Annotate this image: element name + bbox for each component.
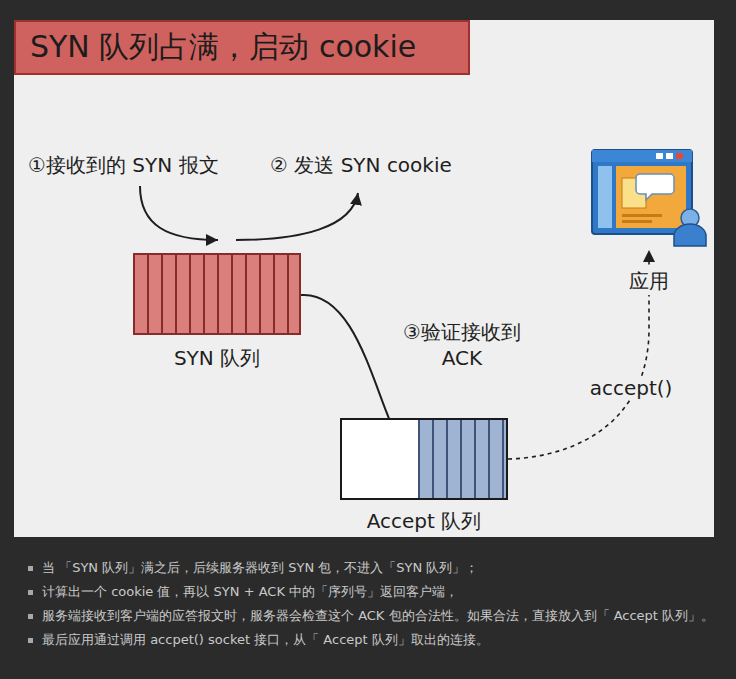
title-box: SYN 队列占满，启动 cookie [14,20,470,75]
bullet-note: 当 「SYN 队列」满之后，后续服务器收到 SYN 包，不进入「SYN 队列」； [28,556,718,580]
outgoing-cookie-arrow [236,193,358,240]
window-sidebar [598,166,612,228]
text-line [622,220,652,223]
node-label-row: Accept 队列 [340,508,508,535]
bullet-note: 最后应用通过调用 accpet() socket 接口，从「 Accept 队列… [28,628,718,652]
window-content [616,166,686,228]
step-label: ①接收到的 SYN 报文 [28,152,219,179]
title-text: SYN 队列占满，启动 cookie [30,27,416,68]
window-frame [592,150,692,234]
queue-node: SYN 队列 [133,253,301,372]
text-line [622,214,662,217]
connector-label: accept() [587,376,676,400]
window-button [676,153,683,159]
accept-queue-box [340,418,508,500]
window-button [666,153,673,159]
speech-bubble [636,174,674,200]
node-label-row: SYN 队列 [133,345,301,372]
bullet-list: 当 「SYN 队列」满之后，后续服务器收到 SYN 包，不进入「SYN 队列」；… [28,556,718,652]
connector-label: ③验证接收到 ACK [392,319,532,370]
window-button [656,153,663,159]
node-label: Accept 队列 [367,509,482,533]
bullet-note: 服务端接收到客户端的应答报文时，服务器会检查这个 ACK 包的合法性。如果合法，… [28,604,718,628]
bullet-note: 计算出一个 cookie 值，再以 SYN + ACK 中的「序列号」返回客户端… [28,580,718,604]
window-bar [592,150,692,162]
step-label: ② 发送 SYN cookie [270,152,452,179]
node-label-row: 应用 [590,268,708,295]
queue-node: Accept 队列 [340,418,508,535]
accept-queue-filled [418,420,506,498]
syn-queue-box [133,253,301,335]
node-label: 应用 [625,268,673,295]
user-body [674,224,706,246]
incoming-syn-arrow [140,186,218,240]
app-window-icon [590,148,708,248]
application-node: 应用 [590,148,708,295]
node-label: SYN 队列 [174,346,260,370]
